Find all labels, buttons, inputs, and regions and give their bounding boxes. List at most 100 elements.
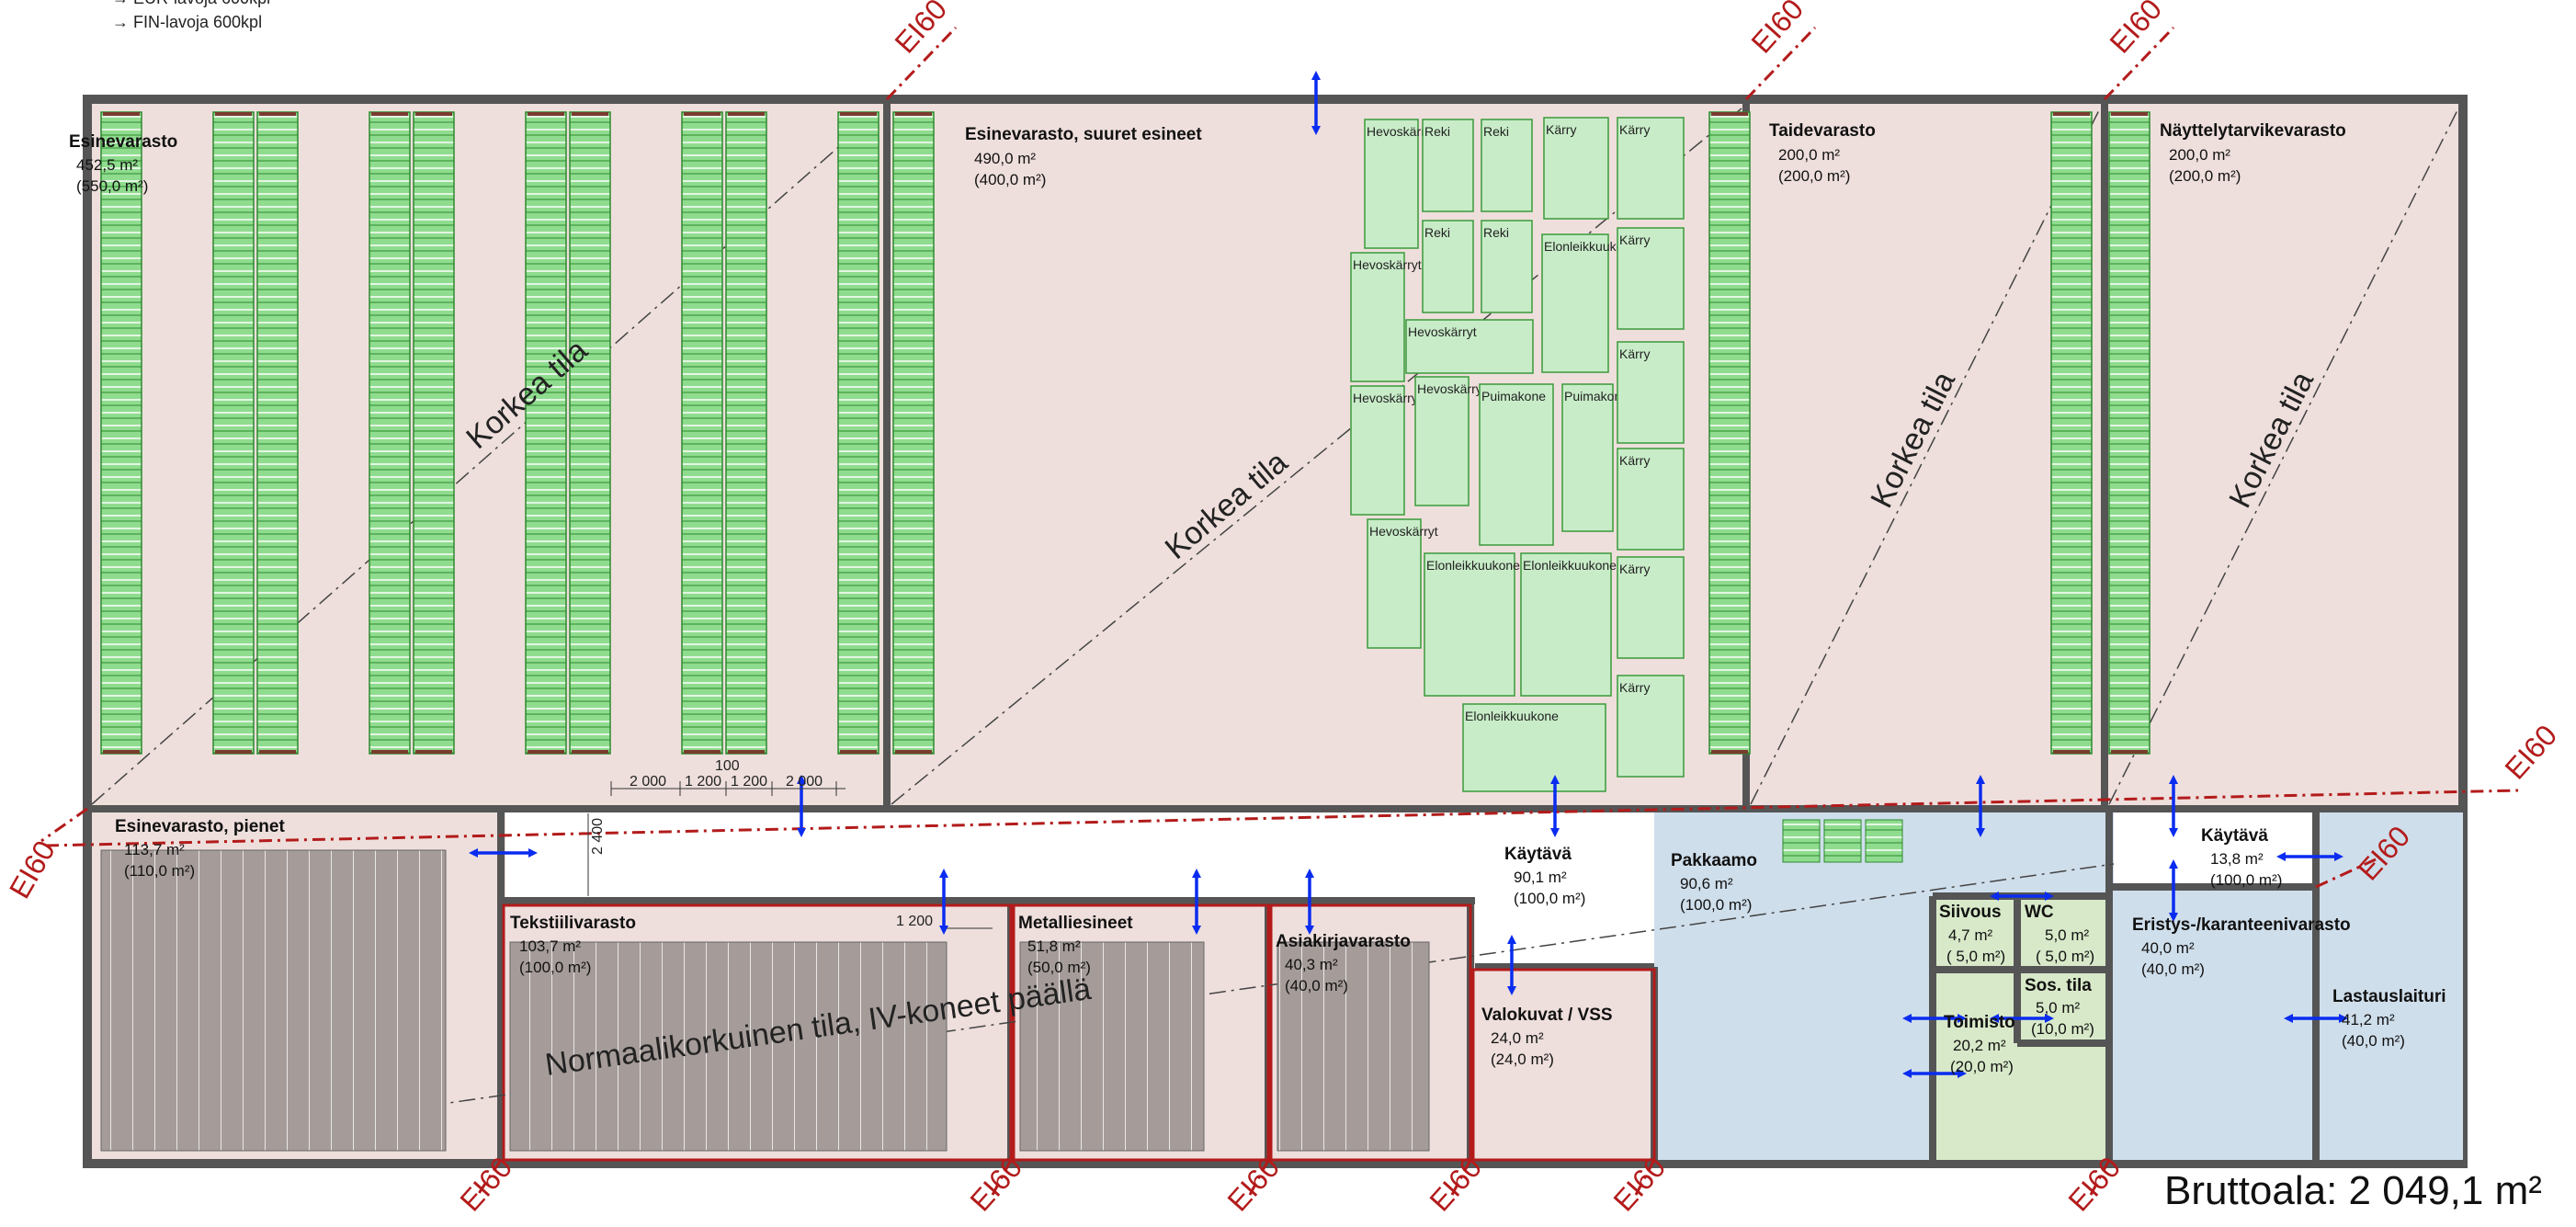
room-name: Esinevarasto, suuret esineet	[965, 125, 1202, 144]
rack-end	[2053, 112, 2090, 116]
rack-end	[684, 750, 721, 754]
room-name: Näyttelytarvikevarasto	[2160, 121, 2346, 141]
room-valokuvat: Valokuvat / VSS 24,0 m² (24,0 m²)	[1481, 1005, 1613, 1068]
item-label-hevoskarryt: Hevoskärryt	[1408, 324, 1477, 339]
room-target: (40,0 m²)	[2342, 1032, 2405, 1050]
room-area: 90,6 m²	[1680, 875, 1733, 892]
room-target: (40,0 m²)	[2141, 960, 2205, 978]
room-name: Metalliesineet	[1018, 914, 1133, 933]
room-sos-tila: Sos. tila 5,0 m² (10,0 m²)	[2025, 976, 2094, 1038]
fire-compartment-lines	[40, 26, 2519, 1196]
room-name: Taidevarasto	[1769, 121, 1876, 141]
dim-100: 100	[715, 758, 740, 774]
pallet-rack	[413, 111, 455, 755]
item-reki	[1481, 220, 1533, 313]
rack-end	[728, 750, 765, 754]
room-area: 51,8 m²	[1027, 937, 1081, 955]
toimisto-floor	[1935, 896, 2109, 1160]
pallet-rack	[525, 111, 567, 755]
rack-end	[371, 112, 408, 116]
legend: → EUR-lavoja 600kpl → FIN-lavoja 600kpl	[112, 0, 270, 31]
shelving-asiakirja	[1277, 941, 1430, 1152]
rack-end	[895, 112, 932, 116]
fire-wall-outlines	[502, 903, 1656, 1162]
item-hevoskarryt	[1364, 119, 1419, 249]
legend-eur-pallets: → EUR-lavoja 600kpl	[112, 0, 270, 7]
rack-end	[103, 750, 140, 754]
item-reki	[1481, 119, 1533, 212]
room-area: 490,0 m²	[974, 150, 1036, 167]
item-label-puimakone: Puimakone	[1564, 389, 1628, 403]
room-name: Toimisto	[1944, 1013, 2015, 1032]
item-label-karry: Kärry	[1619, 562, 1650, 576]
room-area: 13,8 m²	[2210, 850, 2264, 868]
room-area: 200,0 m²	[1778, 146, 1840, 164]
item-label-reki: Reki	[1483, 124, 1509, 139]
room-area: 41,2 m²	[2342, 1011, 2395, 1028]
door-arrows	[469, 71, 2348, 1078]
dim-1200-a: 1 200	[685, 774, 721, 790]
room-lastauslaituri: Lastauslaituri 41,2 m² (40,0 m²)	[2332, 987, 2446, 1050]
rack-end	[2111, 750, 2148, 754]
room-target: (400,0 m²)	[974, 171, 1046, 188]
item-hevoskarryt	[1405, 319, 1534, 374]
room-eristys: Eristys-/karanteenivarasto 40,0 m² (40,0…	[2132, 915, 2351, 978]
item-hevoskarryt	[1350, 252, 1405, 382]
room-area: 40,3 m²	[1285, 956, 1338, 973]
room-name: Esinevarasto	[69, 132, 177, 152]
shelving-metalli	[1019, 941, 1205, 1152]
item-karry	[1617, 448, 1685, 551]
dim-2000-a: 2 000	[630, 774, 666, 790]
pallet-rack	[837, 111, 879, 755]
pallet-rack	[892, 111, 935, 755]
room-area: 5,0 m²	[2036, 999, 2081, 1017]
item-hevoskarryt	[1414, 376, 1470, 506]
rack-end	[415, 750, 452, 754]
room-name: Käytävä	[2201, 826, 2268, 846]
room-wc: WC 5,0 m² ( 5,0 m²)	[2025, 903, 2094, 965]
corridor2-floor	[2114, 811, 2316, 887]
room-target: (100,0 m²)	[2210, 871, 2282, 889]
item-label-elonleikkuukone: Elonleikkuukone	[1465, 709, 1559, 723]
pallet-rack	[212, 111, 255, 755]
room-labels: Esinevarasto 452,5 m² (550,0 m²) Esineva…	[69, 121, 2446, 1075]
item-elonleikkuukone	[1520, 552, 1612, 697]
item-elonleikkuukone	[1541, 233, 1609, 373]
room-target: ( 5,0 m²)	[1946, 948, 2005, 965]
dimension-labels: 2 000 1 200 1 200 2 000 100 2 400 1 200	[590, 758, 933, 929]
room-toimisto: Toimisto 20,2 m² (20,0 m²)	[1944, 1013, 2015, 1075]
item-label-reki: Reki	[1424, 225, 1450, 240]
item-label-reki: Reki	[1483, 225, 1509, 240]
fire-class-label: EI60	[2103, 0, 2168, 60]
item-puimakone	[1479, 383, 1554, 546]
room-pakkaamo: Pakkaamo 90,6 m² (100,0 m²)	[1671, 851, 1757, 914]
pallet-rack	[256, 111, 299, 755]
room-name: Valokuvat / VSS	[1481, 1005, 1613, 1025]
room-taidevarasto: Taidevarasto 200,0 m² (200,0 m²)	[1769, 121, 1876, 185]
room-area: 113,7 m²	[124, 841, 185, 858]
room-siivous: Siivous 4,7 m² ( 5,0 m²)	[1939, 903, 2005, 965]
item-karry	[1617, 227, 1685, 330]
shelving	[100, 849, 1430, 1152]
dim-1200-c: 1 200	[896, 914, 933, 929]
room-suuret-esineet: Esinevarasto, suuret esineet 490,0 m² (4…	[965, 125, 1202, 188]
rack-end	[415, 112, 452, 116]
room-target: (100,0 m²)	[519, 959, 591, 976]
room-name: Pakkaamo	[1671, 851, 1757, 870]
room-name: Eristys-/karanteenivarasto	[2132, 915, 2351, 935]
item-label-elonleikkuukone: Elonleikkuukone	[1523, 558, 1617, 573]
item-elonleikkuukone	[1424, 552, 1515, 697]
room-target: (24,0 m²)	[1491, 1051, 1554, 1068]
item-label-reki: Reki	[1424, 124, 1450, 139]
item-reki	[1422, 119, 1474, 212]
rack-end	[572, 112, 608, 116]
pallet-rack	[569, 111, 611, 755]
room-name: WC	[2025, 903, 2054, 922]
room-tekstiili: Tekstiilivarasto 103,7 m² (100,0 m²)	[510, 914, 636, 976]
lastaus-floor	[2316, 811, 2463, 1160]
fire-class-label: EI60	[1744, 0, 1810, 60]
room-target: (200,0 m²)	[1778, 167, 1850, 185]
room-name: Käytävä	[1504, 845, 1572, 864]
room-target: (100,0 m²)	[1680, 896, 1752, 914]
